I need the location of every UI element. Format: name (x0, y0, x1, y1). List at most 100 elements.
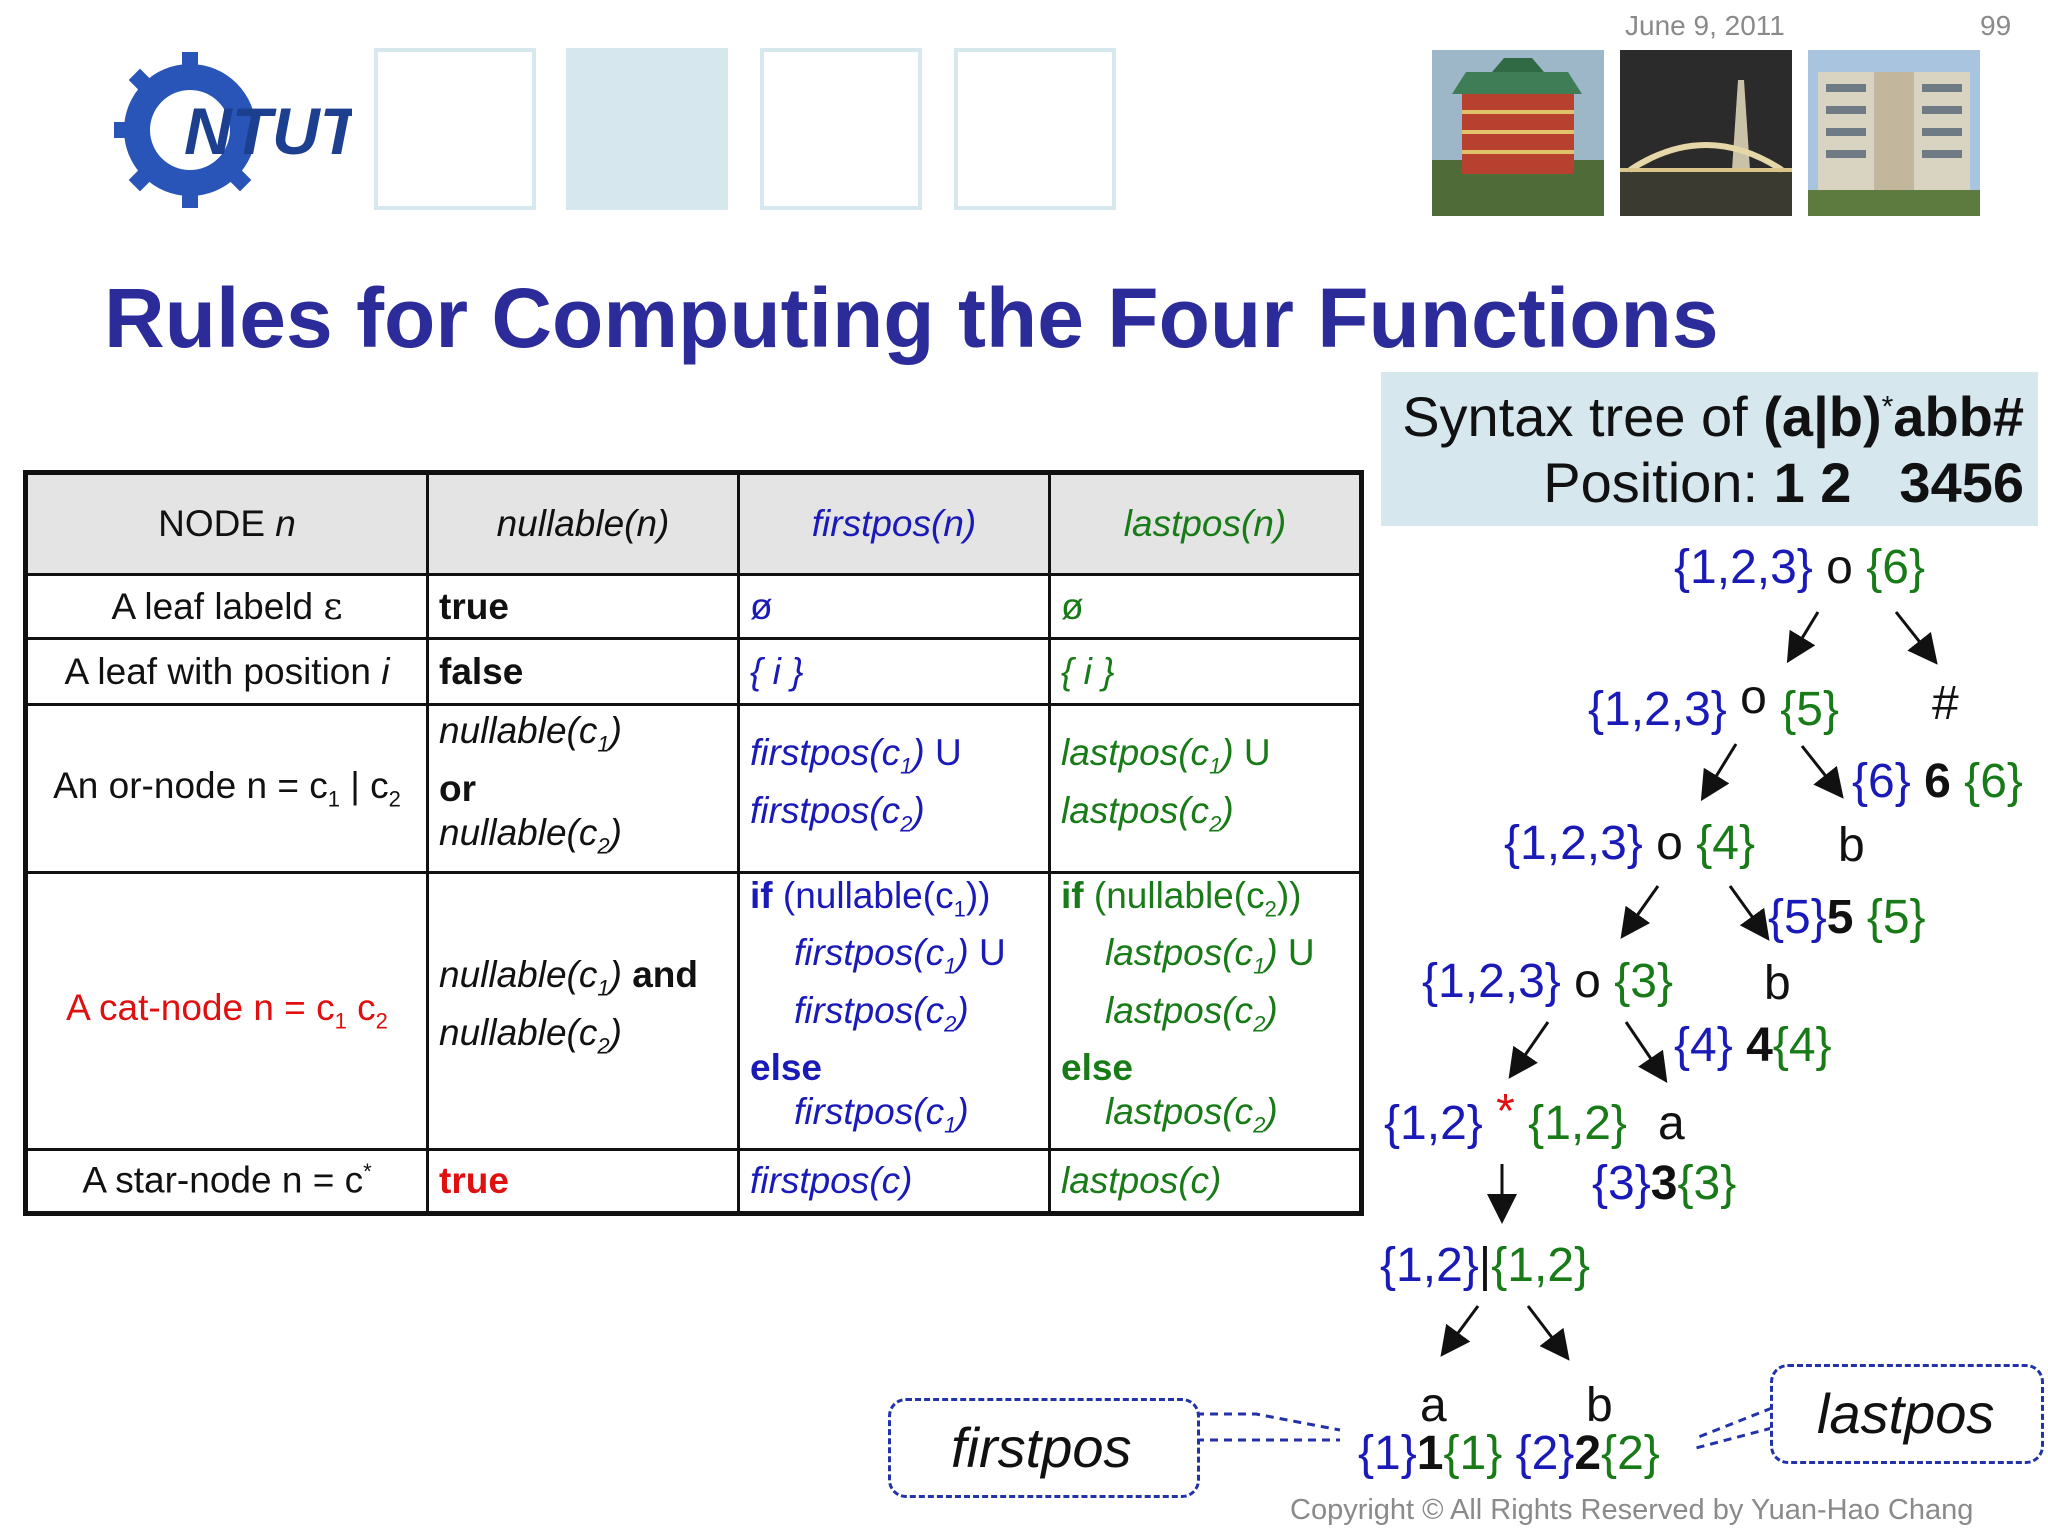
b2-position: 2 (1574, 1427, 1602, 1480)
cell-firstpos-or: firstpos(c1) U firstpos(c2) (737, 703, 1051, 874)
header-nullable: nullable(n) (426, 471, 740, 576)
cell-nullable-cat: nullable(c1) and nullable(c2) (426, 871, 740, 1151)
star-node-text: A star-node n = c (82, 1159, 364, 1201)
or-first-l1-text: firstpos(c (750, 732, 901, 774)
cat-first-if-keyword: if (750, 875, 773, 916)
cat-first-else-text: firstpos(c (794, 1091, 945, 1133)
cat-last-if-keyword: if (1061, 875, 1084, 916)
page-number: 99 (1980, 10, 2012, 41)
or-last-union: U (1243, 732, 1271, 774)
cat-first-union: U (978, 932, 1006, 974)
cat3-op: o (1656, 817, 1683, 870)
cat-first-cond-sub: 1 (953, 896, 966, 922)
header-square-3 (760, 48, 922, 210)
edge-or-b2 (1526, 1305, 1570, 1361)
photo-campus-building (1808, 50, 1980, 216)
a3-position: 3 (1650, 1157, 1678, 1210)
cat-last-else-value: lastpos(c2) (1105, 1091, 1278, 1138)
cat-nullable-line1: nullable(c1) and (439, 954, 699, 1001)
header-node-var: n (275, 503, 296, 544)
cell-lastpos-star: lastpos(c) (1048, 1147, 1363, 1215)
table-row-cat: A cat-node n = c1 c2 nullable(c1) and nu… (24, 871, 1363, 1151)
tree-node-or: {1,2}|{1,2} (1380, 1238, 1590, 1293)
firstpos-connector-2 (1196, 1412, 1341, 1432)
header-square-2 (566, 48, 728, 210)
table-header-row: NODE n nullable(n) firstpos(n) lastpos(n… (24, 471, 1363, 576)
epsilon-symbol: ε (323, 585, 343, 628)
syntax-regex-tail: abb# (1893, 385, 2024, 448)
cat-node-mid: c (346, 987, 376, 1029)
header-firstpos: firstpos(n) (737, 471, 1051, 576)
or-first-l1-sub: 1 (900, 753, 913, 779)
a1-firstpos: {1} (1358, 1427, 1417, 1480)
syntax-line-regex: Syntax tree of (a|b)*abb# (1402, 384, 2024, 449)
photo-night-bridge (1620, 50, 1792, 216)
cell-node-epsilon: A leaf labeld ε (24, 573, 429, 640)
tree-leaf-b4: {4} 4{4} (1674, 1018, 1832, 1073)
cat-last-else-text: lastpos(c (1105, 1091, 1254, 1133)
or-first-line2: firstpos(c2) (750, 789, 925, 836)
cat-last-else-sub: 2 (1253, 1112, 1266, 1138)
header-square-4 (954, 48, 1116, 210)
cat2-firstpos: {1,2,3} (1588, 683, 1727, 736)
table-row-or: An or-node n = c1 | c2 nullable(c1) or n… (24, 703, 1363, 874)
or-nullable-l1-sub: 1 (597, 731, 610, 757)
cat-first-cond: (nullable(c (772, 875, 954, 916)
header-date: June 9, 2011 (1625, 10, 1785, 41)
or-first-l2-text: firstpos(c (750, 789, 901, 831)
syntax-star: * (1881, 390, 1894, 424)
tree-node-cat3: {1,2,3} o {4} (1504, 816, 1755, 871)
a3-lastpos: {3} (1677, 1157, 1737, 1210)
cell-lastpos-cat: if (nullable(c2)) lastpos(c1) U lastpos(… (1048, 871, 1363, 1151)
or-nullable-line3: nullable(c2) (439, 811, 622, 858)
tree-leaf-b2-label: b (1586, 1379, 1613, 1432)
b2-lastpos: {2} (1601, 1427, 1660, 1480)
page-title: Rules for Computing the Four Functions (104, 271, 1719, 365)
edge-or-a1 (1440, 1305, 1480, 1357)
cell-nullable-epsilon: true (426, 573, 740, 640)
cat-last-a-text: lastpos(c (1105, 932, 1254, 974)
positions-a: 1 2 (1773, 451, 1852, 514)
or-last-line2: lastpos(c2) (1061, 789, 1234, 836)
or-nullable-l1-text: nullable(c (439, 710, 598, 752)
tree-node-cat4: {1,2,3} o {3} (1422, 954, 1673, 1009)
cat-first-b: firstpos(c2) (794, 989, 969, 1037)
or-node-text: An or-node n = c (53, 764, 328, 806)
cat-last-a: lastpos(c1) U (1105, 932, 1315, 979)
edge-n3-n4 (1620, 885, 1660, 939)
tree-leaf-hash-label: # (1932, 677, 1959, 730)
cat-nullable-l2-text: nullable(c (439, 1011, 598, 1053)
cat-last-union: U (1287, 932, 1315, 974)
firstpos-callout: firstpos (888, 1398, 1200, 1498)
cat-last-b-sub: 2 (1253, 1011, 1266, 1037)
cat-node-sub2: 2 (375, 1008, 388, 1034)
header-node: NODE n (24, 471, 429, 576)
tree-leaf-a3-label: a (1658, 1097, 1685, 1150)
tree-node-cat2: {1,2,3} o {5} (1588, 671, 1839, 737)
node-leaf-var: i (381, 650, 390, 692)
cat-last-if: if (nullable(c2)) (1061, 875, 1302, 922)
cell-lastpos-epsilon: ø (1048, 573, 1363, 640)
edge-n2-b5 (1800, 745, 1844, 799)
b5-lastpos: {5} (1866, 891, 1926, 944)
tree-leaf-b5: {5}5 {5} (1768, 890, 1926, 945)
cell-node-or: An or-node n = c1 | c2 (24, 703, 429, 874)
or-last-l2-sub: 2 (1209, 810, 1222, 836)
tree-leaf-a1-label: a (1420, 1379, 1447, 1432)
cell-firstpos-leaf: { i } (737, 637, 1051, 706)
star-lastpos: {1,2} (1528, 1097, 1627, 1150)
copyright-footer: Copyright © All Rights Reserved by Yuan-… (1290, 1494, 1974, 1526)
or-lastpos: {1,2} (1491, 1239, 1591, 1292)
or-node-sub1: 1 (327, 786, 340, 812)
tree-leaf-b5-label: b (1838, 819, 1865, 872)
or-last-l2-text: lastpos(c (1061, 789, 1210, 831)
star-node-sup: * (363, 1159, 372, 1185)
cat-node-text: A cat-node n = c (66, 987, 335, 1029)
star-firstpos: {1,2} (1384, 1097, 1483, 1150)
tree-node-star: {1,2} * {1,2} (1384, 1085, 1627, 1151)
cat-first-a-sub: 1 (944, 953, 957, 979)
a3-firstpos: {3} (1592, 1157, 1651, 1210)
table-row-star: A star-node n = c* true firstpos(c) last… (24, 1147, 1363, 1215)
cat-last-else: else (1061, 1047, 1134, 1089)
cat-first-if: if (nullable(c1)) (750, 875, 991, 922)
